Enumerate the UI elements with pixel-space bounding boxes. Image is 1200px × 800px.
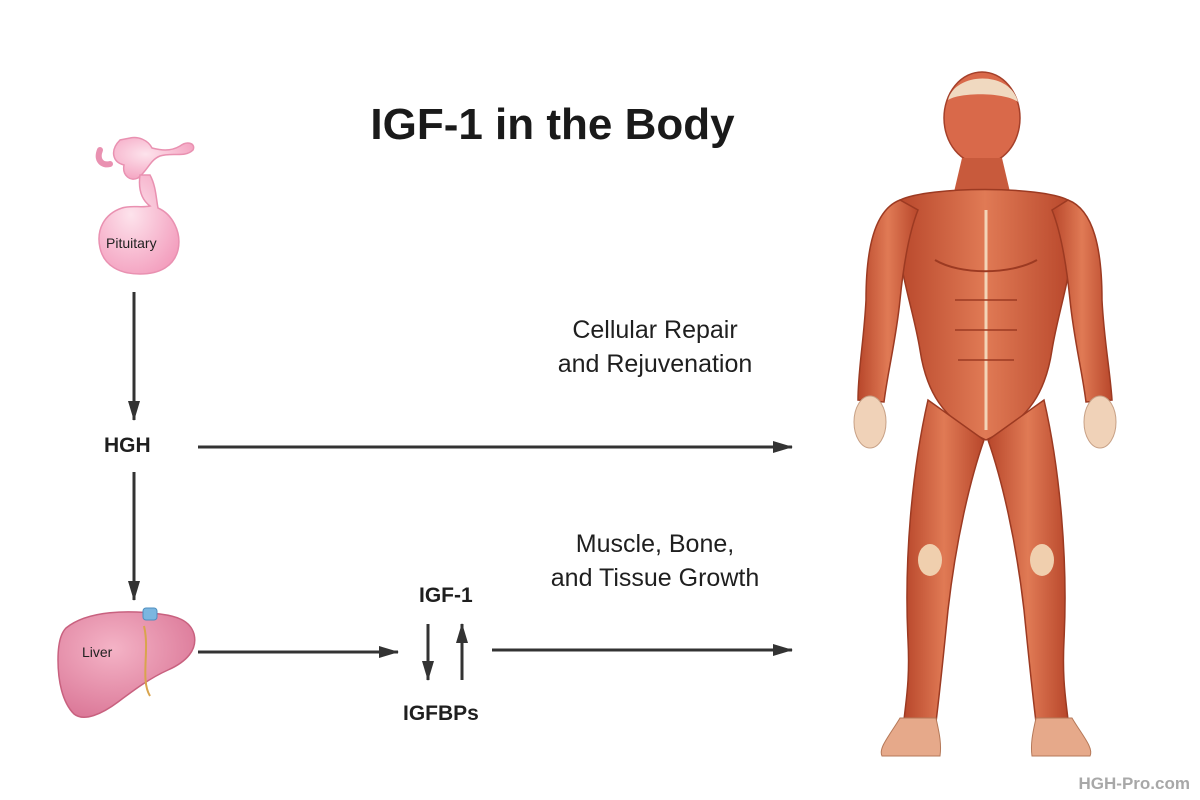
pituitary-label: Pituitary: [106, 235, 157, 251]
outcome-tissue-growth-line1: Muscle, Bone,: [575, 530, 735, 558]
igf1-label: IGF-1: [419, 584, 473, 607]
liver-label: Liver: [82, 644, 113, 660]
liver-icon: Liver: [57, 607, 196, 718]
hgh-label: HGH: [104, 434, 151, 457]
igfbps-label: IGFBPs: [403, 702, 479, 725]
outcome-cellular-repair: Cellular Repair and Rejuvenation: [530, 313, 780, 381]
outcome-tissue-growth-line2: and Tissue Growth: [550, 564, 760, 592]
watermark-text: HGH-Pro.com: [1078, 774, 1190, 793]
pituitary-icon: Pituitary: [95, 136, 195, 275]
outcome-cellular-repair-line2: and Rejuvenation: [557, 350, 753, 378]
outcome-tissue-growth: Muscle, Bone, and Tissue Growth: [520, 527, 790, 595]
human-muscle-figure: [853, 71, 1117, 757]
outcome-cellular-repair-line1: Cellular Repair: [572, 316, 738, 344]
page-title: IGF-1 in the Body: [370, 100, 735, 149]
